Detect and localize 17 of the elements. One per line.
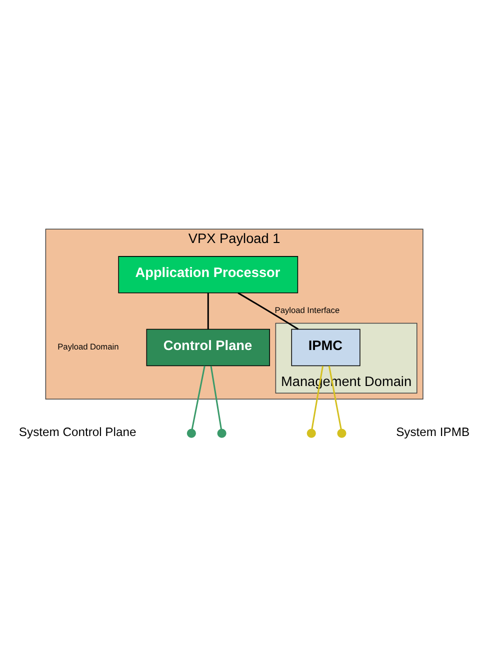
label: Payload Domain: [58, 341, 119, 352]
node-box: IPMC: [291, 328, 360, 366]
connector: [328, 365, 342, 429]
label: System IPMB: [396, 424, 470, 439]
node-circle: [337, 428, 346, 438]
node-box: Application Processor: [118, 256, 298, 293]
label: System Control Plane: [18, 424, 136, 439]
connector: [210, 365, 222, 429]
connector: [207, 292, 209, 329]
connector: [191, 365, 206, 429]
node-circle: [186, 428, 196, 438]
node-circle: [217, 428, 226, 438]
connector: [311, 365, 324, 429]
node-circle: [306, 428, 316, 438]
edge-label: Payload Interface: [274, 304, 340, 315]
node-box: Control Plane: [146, 328, 270, 366]
connector: [238, 292, 299, 330]
